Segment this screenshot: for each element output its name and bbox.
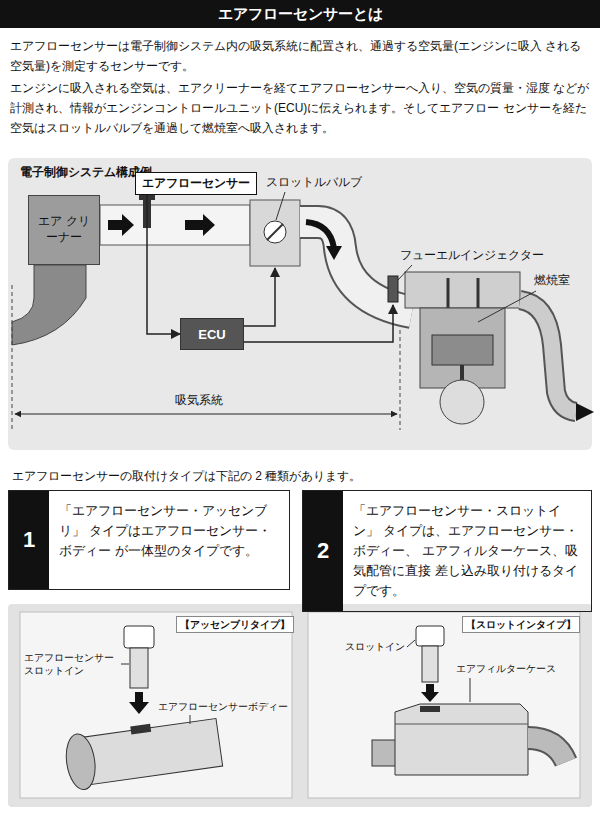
- node-text: 「エアフローセンサー・アッセンブリ」 タイプはエアフローセンサー・ボディー が一…: [9, 491, 289, 571]
- type-tag: 【アッセンブリタイプ】: [176, 616, 294, 633]
- exhaust-arrow: [576, 403, 594, 421]
- valve: [447, 278, 450, 310]
- system-panel: 電子制御システム構成例エア クリーナー エアフローセンサー ECU: [8, 158, 592, 450]
- leader-line: [190, 715, 191, 724]
- section-text: エアフローセンサーの取付けタイプは下記の 2 種類があります。: [12, 468, 361, 484]
- slot-hole: [420, 706, 440, 712]
- insert-arrow: [135, 692, 143, 702]
- signal-connector: [147, 195, 180, 334]
- number-badge: 2: [303, 491, 343, 611]
- exhaust-pipe: [520, 300, 576, 412]
- leader-line: [398, 265, 412, 280]
- node-text: 「エアフローセンサー・スロットイン」 タイプは、エアフローセンサー・ボディー、 …: [303, 491, 591, 611]
- number-badge: 1: [9, 491, 49, 589]
- ecu-box: ECU: [180, 318, 244, 350]
- part-name: 燃焼室: [534, 272, 570, 288]
- leader-line: [470, 678, 471, 702]
- intake-duct: [12, 265, 86, 345]
- slot-in-connector: [124, 626, 154, 648]
- intake-hose: [528, 738, 566, 762]
- bottom-ground: [8, 604, 592, 807]
- slot-in-connector: [416, 626, 444, 646]
- dimension-label: 吸気系統: [172, 392, 226, 408]
- flow-arrow-head: [326, 246, 342, 260]
- part-name: エアフローセンサー スロットイン: [24, 651, 120, 677]
- part-name: スロットイン: [345, 640, 405, 653]
- part-name: エアフローセンサーボディー: [158, 700, 288, 713]
- air-cleaner-box: エア クリーナー: [28, 195, 100, 265]
- dimension-line: [15, 414, 397, 415]
- flow-arrow: [185, 214, 215, 236]
- node-text: 電子制御システム構成例: [8, 158, 592, 187]
- sensor-body-tube: [77, 718, 222, 785]
- node-text: エアフローセンサー: [142, 175, 250, 192]
- flow-arrow: [306, 222, 334, 248]
- node-text: ECU: [198, 327, 225, 342]
- dimension-boundary: [12, 285, 13, 430]
- leader-line: [276, 192, 285, 220]
- leader-line: [407, 640, 415, 647]
- sensor-body: [63, 715, 223, 792]
- leader-line: [121, 664, 129, 665]
- header-band: [0, 0, 600, 28]
- node-text: 1: [23, 527, 35, 553]
- throttle-plate: [267, 224, 283, 240]
- part-name: スロットルバルブ: [266, 174, 362, 190]
- throttle-valve: [264, 221, 286, 243]
- insert-arrow-head: [129, 702, 149, 714]
- slot-hole: [130, 724, 151, 735]
- illustration-panel: [20, 612, 292, 798]
- intake-hose-inner: [528, 738, 566, 762]
- intake-manifold: [300, 222, 412, 312]
- leader-line: [478, 291, 536, 322]
- signal-line: [244, 305, 393, 342]
- type-box: 「エアフローセンサー・アッセンブリ」 タイプはエアフローセンサー・ボディー が一…: [8, 490, 290, 590]
- slot-in-module: [422, 646, 438, 682]
- insert-arrow-head: [421, 692, 439, 702]
- panel-ground: [8, 158, 592, 450]
- dimension-boundary: [400, 330, 401, 430]
- fuel-injector: [388, 276, 398, 302]
- flow-arrow: [108, 214, 134, 236]
- case-lid-line: [395, 724, 528, 725]
- air-filter-case: [395, 704, 528, 775]
- part-name: エアフィルターケース: [456, 662, 556, 675]
- intro-text: エアフローセンサーは電子制御システム内の吸気系統に配置され、通過する空気量(エン…: [10, 36, 590, 76]
- insert-arrow: [426, 684, 434, 692]
- throttle-body: [250, 200, 300, 266]
- type-tag: 【スロットインタイプ】: [462, 616, 580, 633]
- inlet-duct: [372, 740, 396, 766]
- intro-text: エンジンに吸入される空気は、エアクリーナーを経てエアフローセンサーへ入り、空気の…: [10, 78, 590, 138]
- intake-manifold-inner: [300, 222, 412, 312]
- illustration-panel: [308, 612, 580, 798]
- node-text: エア クリーナー: [33, 214, 95, 245]
- slot-in-module: [130, 648, 148, 688]
- cylinder-head: [405, 272, 520, 308]
- part-name: フューエルインジェクター: [400, 247, 544, 263]
- sensor-label-box: エアフローセンサー: [135, 172, 257, 195]
- piston: [432, 335, 493, 365]
- crankshaft: [440, 380, 484, 424]
- type-box: 「エアフローセンサー・スロットイン」 タイプは、エアフローセンサー・ボディー、 …: [302, 490, 592, 612]
- valve: [477, 278, 480, 310]
- node-text: 2: [317, 538, 329, 564]
- signal-line: [244, 268, 275, 326]
- intake-pipe: [100, 205, 250, 245]
- sensor-body-end: [63, 732, 99, 791]
- exhaust-pipe-inner: [520, 300, 576, 412]
- page-title: エアフローセンサーとは: [0, 0, 600, 28]
